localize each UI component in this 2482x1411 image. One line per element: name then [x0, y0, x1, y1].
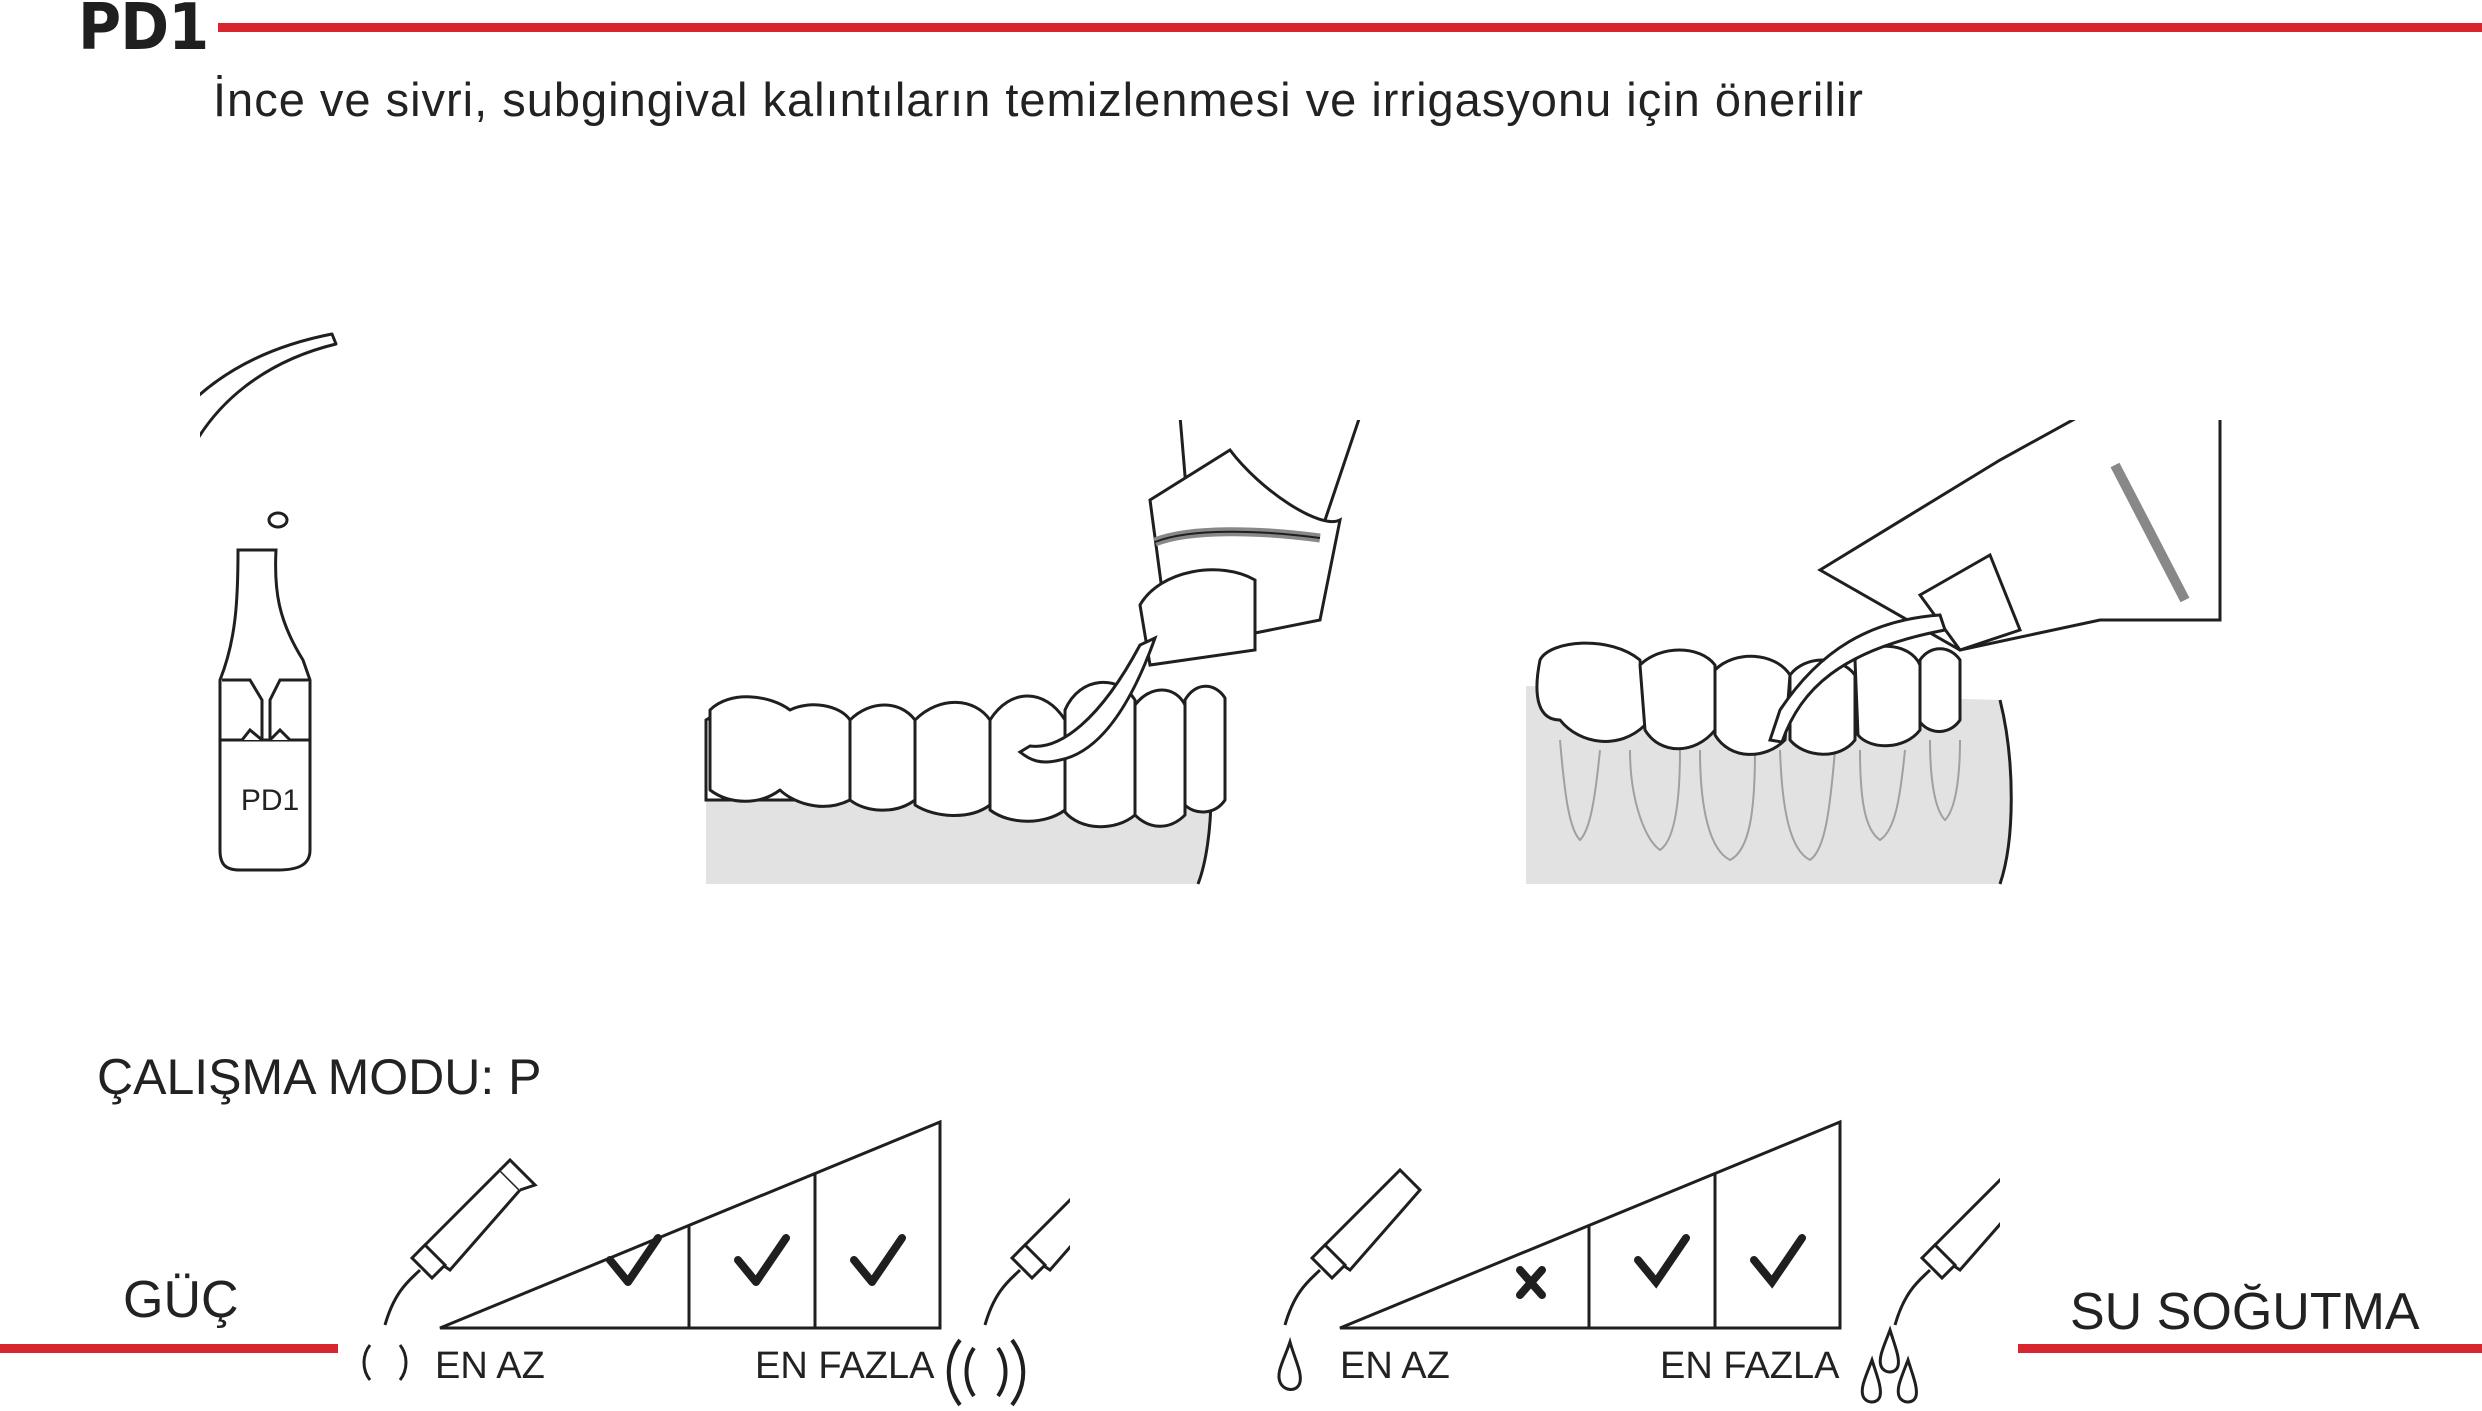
title-rule — [218, 23, 2482, 32]
check-icon — [850, 1234, 906, 1286]
tip-engraving: PD1 — [241, 784, 299, 817]
cross-icon — [1516, 1266, 1546, 1299]
vibration-low-icon — [362, 1344, 408, 1381]
water-rule — [2018, 1344, 2482, 1353]
handpiece-min-power-icon — [383, 1157, 538, 1326]
power-rule — [0, 1344, 338, 1353]
check-icon — [1750, 1234, 1806, 1289]
water-min-label: EN AZ — [1340, 1345, 1450, 1387]
scaler-tip-illustration: PD1 — [200, 332, 338, 872]
clinical-illustration-side — [1526, 420, 2222, 885]
power-scale — [362, 1119, 1070, 1407]
handpiece-min-water-icon — [1283, 1167, 1423, 1326]
working-mode-label: ÇALIŞMA MODU: P — [97, 1049, 542, 1105]
clinical-illustration-front — [704, 420, 1361, 885]
water-max-label: EN FAZLA — [1660, 1345, 1840, 1387]
handpiece-max-power-icon — [983, 1197, 1070, 1326]
three-drops-icon — [1860, 1325, 1918, 1404]
power-max-label: EN FAZLA — [755, 1345, 935, 1387]
single-drop-icon — [1277, 1336, 1302, 1391]
handpiece-max-water-icon — [1893, 1177, 2000, 1326]
check-icon — [606, 1234, 662, 1286]
check-icon — [1634, 1234, 1690, 1289]
check-icon — [734, 1234, 790, 1286]
water-scale — [1277, 1119, 2000, 1404]
water-cooling-label: SU SOĞUTMA — [2070, 1283, 2420, 1341]
power-label: GÜÇ — [123, 1271, 239, 1329]
vibration-high-icon — [946, 1338, 1026, 1407]
page-title: PD1 — [78, 0, 209, 65]
page-subtitle: İnce ve sivri, subgingival kalıntıların … — [213, 73, 1864, 126]
power-min-label: EN AZ — [435, 1345, 545, 1387]
